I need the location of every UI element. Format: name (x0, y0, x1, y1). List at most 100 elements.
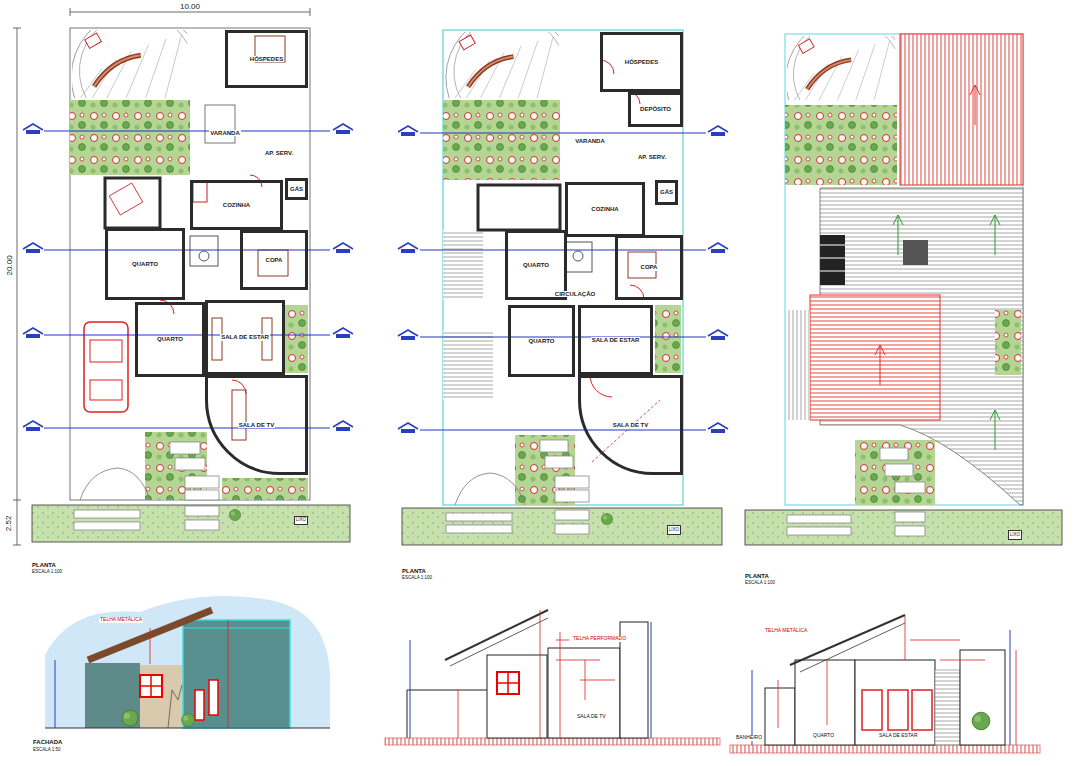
roof-plan (785, 310, 810, 420)
section-elevation (556, 660, 600, 661)
section-elevation (935, 670, 960, 745)
section-elevation (790, 615, 905, 665)
facade-elevation (140, 675, 162, 697)
floor-plan (555, 490, 589, 502)
section-elevation (580, 680, 615, 681)
floor-plan (446, 525, 512, 533)
section-elevation (445, 610, 548, 660)
annotation: ESCALA 1:50 (32, 748, 62, 753)
floor-plan (90, 340, 122, 362)
room: GÁS (285, 178, 308, 200)
roof-plan (903, 240, 928, 265)
room-name: DEPÓSITO (639, 106, 672, 113)
floor-plan (285, 305, 308, 373)
floor-plan (655, 305, 681, 373)
section-elevation (855, 660, 935, 745)
section-marker (398, 243, 418, 253)
room-name: AP. SERV. (264, 150, 294, 157)
roof-plan (895, 482, 925, 493)
roof-plan (880, 448, 925, 493)
section-marker (333, 328, 353, 338)
roof-plan (785, 34, 1023, 505)
roof-plan (810, 295, 940, 420)
room: COZINHA (565, 182, 645, 237)
open-area: AP. SERV. (250, 138, 308, 168)
floor-plan (109, 183, 143, 215)
floor-plan (566, 242, 592, 272)
facade-elevation (209, 680, 218, 715)
floor-plan (540, 440, 589, 502)
room-name: AP. SERV. (637, 154, 667, 161)
scale-note: ESCALA 1:100 (402, 575, 432, 580)
floor-plan (74, 522, 140, 530)
floor-plan (540, 440, 568, 452)
roof-plan (820, 271, 845, 272)
plan-sheet: LIXOPLANTAESCALA 1:100 (745, 34, 1062, 548)
floor-plan (90, 380, 122, 400)
floor-plan (199, 251, 209, 261)
room-name: LIXO (1010, 533, 1020, 538)
dimension-line (70, 12, 310, 13)
section-elevation (458, 690, 459, 738)
room-name: SALA DE TV (612, 422, 649, 429)
roof-plan (820, 245, 845, 271)
room-name: HÓSPEDES (624, 59, 659, 66)
room-name: SALA DE ESTAR (220, 334, 270, 341)
floor-plan (446, 13, 559, 98)
plan-caption: PLANTAESCALA 1:100 (745, 573, 775, 586)
section-elevation (560, 632, 561, 738)
room: COPA (240, 230, 308, 290)
plan-caption: PLANTAESCALA 1:100 (32, 562, 62, 575)
roof-plan (855, 440, 935, 505)
room: SALA DE ESTAR (578, 305, 653, 375)
roof-plan (885, 464, 913, 476)
floor-plan (555, 510, 589, 520)
bin-box: LIXO (294, 516, 308, 525)
facade-elevation (55, 660, 56, 728)
section-marker (708, 243, 728, 253)
dimension-line (17, 28, 18, 545)
room: QUARTO (505, 230, 567, 300)
plan-title: PLANTA (402, 568, 432, 575)
room: COZINHA (190, 180, 283, 230)
roof-plan (995, 310, 1021, 375)
section-elevation (497, 682, 519, 684)
annotation: SALA DE TV (576, 714, 607, 720)
section-marker (23, 328, 43, 338)
dimension-line (13, 500, 21, 501)
section-elevation (651, 622, 652, 738)
section-elevation (556, 640, 569, 641)
floor-plan (443, 330, 493, 400)
floor-plan (545, 456, 573, 468)
dimension-line (13, 8, 310, 545)
section-line (44, 250, 330, 251)
floor-plan (70, 100, 190, 175)
plan-caption: PLANTAESCALA 1:100 (402, 568, 432, 581)
section-marker (23, 124, 728, 433)
floor-plan (573, 251, 583, 261)
roof-plan (785, 105, 897, 185)
floor-plan (402, 13, 722, 545)
section-elevation (888, 690, 908, 730)
room: HÓSPEDES (225, 30, 308, 88)
floor-plan (74, 506, 219, 530)
section-elevation (778, 680, 779, 728)
section-elevation (407, 690, 487, 738)
room-name: QUARTO (522, 262, 550, 269)
section-marker (708, 126, 728, 136)
section-marker (23, 243, 43, 253)
roof-plan (893, 215, 1000, 450)
scale-note: ESCALA 1:100 (745, 580, 775, 585)
floor-plan (70, 28, 310, 500)
facade-elevation (182, 714, 195, 727)
facade-elevation (140, 665, 185, 728)
section-line (420, 133, 706, 134)
floor-plan (555, 524, 589, 534)
roof-plan (820, 258, 845, 259)
open-area: VARANDA (560, 128, 620, 154)
section-elevation (730, 615, 1040, 753)
roof-plan (970, 85, 980, 125)
dimension-line (310, 8, 311, 16)
